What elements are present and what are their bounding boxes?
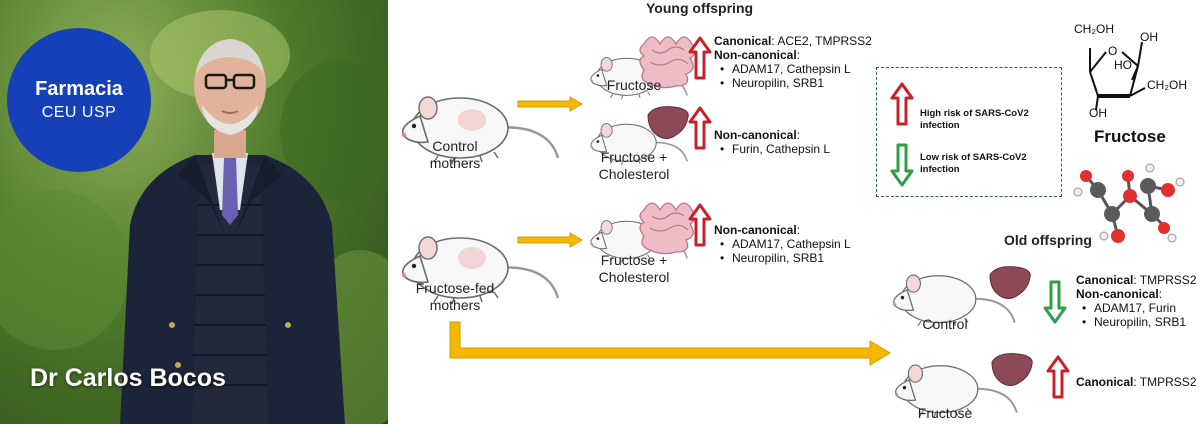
down-arrow-1 [1043, 280, 1067, 324]
speaker-photo: Farmacia CEU USP Dr Carlos Bocos [0, 0, 388, 424]
bullet: • [720, 237, 725, 251]
label-line: Fructose-fed [415, 280, 495, 296]
note-key: Non-canonical [714, 48, 797, 62]
intestine-organ-2 [639, 202, 696, 255]
label-line: Fructose [606, 77, 662, 93]
control-mother-uterus [458, 109, 486, 131]
note-colon: : [796, 128, 801, 142]
logo-subtitle: CEU USP [41, 104, 117, 121]
label-line: Control [432, 138, 478, 154]
risk-legend [876, 67, 1062, 197]
offspring-label-young-fructose: Fructose [584, 77, 684, 94]
note-bullet-text: ADAM17, Furin [1094, 301, 1177, 315]
chem-oh-bottom: OH [1089, 106, 1107, 120]
fructose-3d-model [1073, 163, 1185, 243]
note-bullet-text: ADAM17, Cathepsin L [732, 62, 851, 76]
up-arrow-4 [1046, 355, 1070, 399]
flow-arrow-1 [517, 96, 583, 112]
note-bullet-text: Neuropilin, SRB1 [732, 251, 825, 265]
flow-arrow-2 [517, 232, 583, 248]
note-key: Non-canonical [1076, 287, 1159, 301]
legend-line: High risk of SARS-CoV2 [920, 108, 1029, 119]
note-bullet-text: Neuropilin, SRB1 [732, 76, 825, 90]
legend-line: infection [920, 164, 960, 175]
legend-line: infection [920, 120, 960, 131]
liver-organ-2 [989, 266, 1031, 300]
chem-ch2oh-top: CH₂OH [1074, 22, 1114, 36]
fructose-title: Fructose [1094, 127, 1166, 146]
label-line: Cholesterol [598, 166, 670, 182]
note-colon: : [1158, 287, 1163, 301]
liver-organ-1 [647, 106, 689, 140]
label-line: Fructose + [600, 252, 668, 268]
flow-arrow-long [449, 321, 891, 366]
fructose-mother-uterus [458, 247, 486, 269]
fructose-mothers-label: Fructose-fed mothers [400, 280, 510, 314]
bullet: • [720, 62, 725, 76]
offspring-label-old-control: Control [902, 316, 988, 333]
up-arrow-1 [688, 36, 712, 80]
bullet: • [1082, 315, 1087, 329]
label-line: Fructose + [600, 149, 668, 165]
speaker-name: Dr Carlos Bocos [30, 364, 226, 392]
chem-ho-mid: HO [1114, 58, 1132, 72]
note-bullet-text: ADAM17, Cathepsin L [732, 237, 851, 251]
note-key: Canonical [714, 34, 772, 48]
offspring-label-young-fruct-chol-2: Fructose + Cholesterol [584, 252, 684, 286]
note-key: Non-canonical [714, 128, 797, 142]
young-offspring-title: Young offspring [646, 0, 754, 16]
note-young-fruct-chol-1: Non-canonical: • Furin, Cathepsin L [714, 128, 830, 156]
bullet: • [720, 76, 725, 90]
note-value: : TMPRSS2 [1133, 273, 1197, 287]
bullet: • [1082, 301, 1087, 315]
bullet: • [720, 251, 725, 265]
person-figure [120, 39, 345, 424]
bullet: • [720, 142, 725, 156]
control-mothers-label: Control mothers [405, 138, 505, 172]
note-old-fructose: Canonical: TMPRSS2 [1076, 375, 1197, 389]
legend-low-risk: Low risk of SARS-CoV2 infection [920, 152, 1027, 176]
note-value: : ACE2, TMPRSS2 [771, 34, 872, 48]
label-line: Cholesterol [598, 269, 670, 285]
note-colon: : [796, 48, 801, 62]
note-bullet-text: Neuropilin, SRB1 [1094, 315, 1187, 329]
legend-line: Low risk of SARS-CoV2 [920, 152, 1027, 163]
note-bullet-text: Furin, Cathepsin L [732, 142, 831, 156]
offspring-label-old-fructose: Fructose [902, 405, 988, 422]
logo-title: Farmacia [35, 78, 123, 100]
note-key: Non-canonical [714, 223, 797, 237]
chem-oh-right-top: OH [1140, 30, 1158, 44]
offspring-label-young-fruct-chol-1: Fructose + Cholesterol [584, 149, 684, 183]
label-line: Fructose [917, 405, 973, 421]
chem-ch2oh-right: CH₂OH [1147, 78, 1187, 92]
note-value: : TMPRSS2 [1133, 375, 1197, 389]
legend-high-risk: High risk of SARS-CoV2 infection [920, 108, 1029, 132]
chem-ring-oxygen: O [1108, 44, 1118, 58]
label-line: Control [922, 316, 968, 332]
fructose-structure [1089, 41, 1146, 111]
farmacia-logo: Farmacia CEU USP [7, 28, 151, 172]
label-line: mothers [429, 155, 481, 171]
up-arrow-2 [688, 106, 712, 150]
note-key: Canonical [1076, 273, 1134, 287]
old-offspring-title: Old offspring [1004, 232, 1092, 248]
label-line: mothers [429, 297, 481, 313]
note-key: Canonical [1076, 375, 1134, 389]
note-young-fructose: Canonical: ACE2, TMPRSS2 Non-canonical: … [714, 34, 872, 90]
liver-organ-3 [991, 353, 1033, 387]
note-colon: : [796, 223, 801, 237]
note-old-control: Canonical: TMPRSS2 Non-canonical: • ADAM1… [1076, 273, 1197, 329]
note-young-fruct-chol-2: Non-canonical: • ADAM17, Cathepsin L • Neu… [714, 223, 851, 265]
foliage-left [0, 190, 130, 350]
